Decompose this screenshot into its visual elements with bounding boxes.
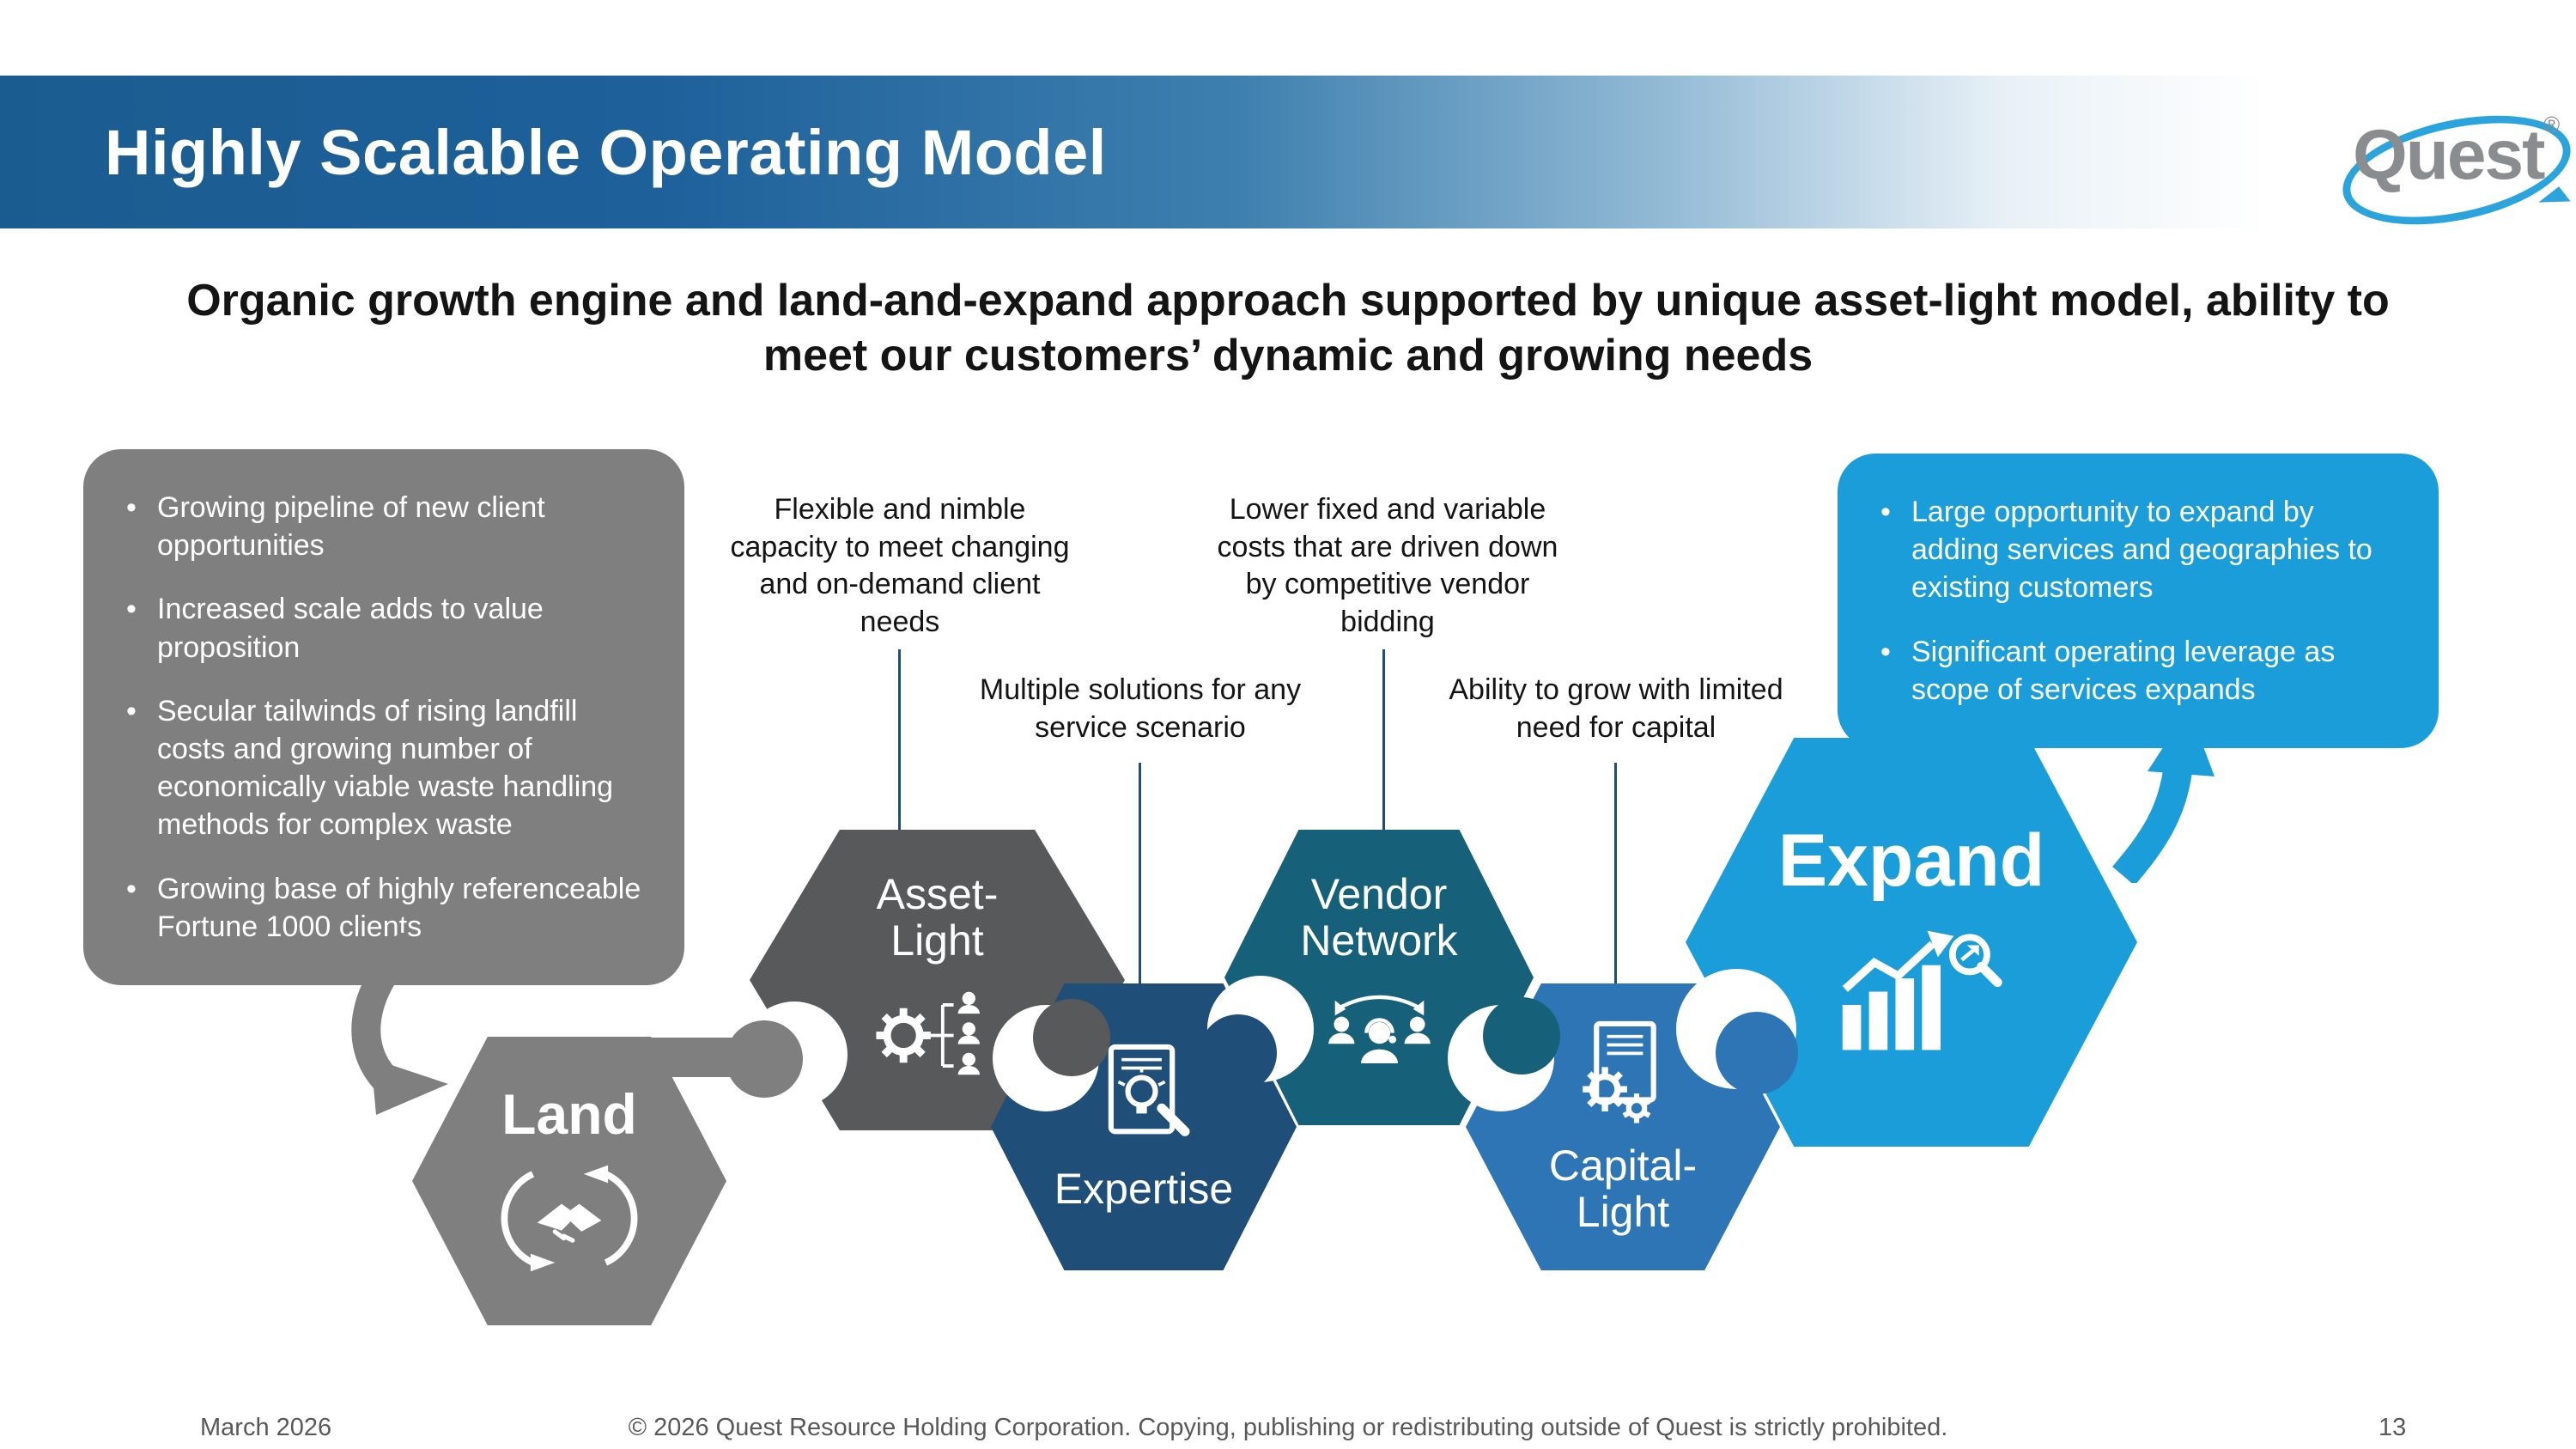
land-callout: Growing pipeline of new client opportuni… [83, 449, 684, 985]
logo-text: Quest [2353, 116, 2545, 194]
bullet-item: Growing pipeline of new client opportuni… [118, 489, 650, 564]
land-curved-arrow-icon [351, 933, 448, 1115]
bullet-item: Increased scale adds to value propositio… [118, 590, 650, 666]
hexagon-asset-light-label: Asset- Light [876, 869, 999, 965]
hexagon-expertise-label: Expertise [1054, 1164, 1234, 1213]
puzzle-knob [1716, 1012, 1798, 1094]
document-gear-icon [1583, 1020, 1656, 1123]
bullet-item: Growing base of highly referenceable For… [118, 870, 650, 946]
land-callout-list: Growing pipeline of new client opportuni… [118, 489, 650, 946]
expand-callout-list: Large opportunity to expand by adding se… [1872, 493, 2404, 709]
hexagon-land-label: Land [501, 1082, 637, 1147]
annotation-flexible-capacity: Flexible and nimble capacity to meet cha… [730, 493, 1070, 638]
gear-people-icon [876, 991, 980, 1075]
annotation-multiple-solutions: Multiple solutions for any service scena… [979, 673, 1302, 744]
puzzle-knob [1033, 999, 1110, 1076]
handshake-icon [501, 1165, 638, 1271]
footer-date: March 2026 [200, 1414, 332, 1441]
hexagon-expand-label: Expand [1777, 819, 2045, 902]
annotation-limited-capital: Ability to grow with limited need for ca… [1449, 673, 1783, 744]
leader-line [1139, 763, 1141, 988]
bullet-item: Large opportunity to expand by adding se… [1872, 493, 2404, 607]
puzzle-knob [726, 1020, 803, 1098]
hexagon-capital-light-label: Capital- Light [1548, 1141, 1698, 1236]
quest-logo: Quest ® [2332, 82, 2576, 243]
puzzle-knob [1200, 1014, 1277, 1092]
puzzle-knob [1483, 997, 1560, 1075]
leader-line [1382, 649, 1385, 845]
people-network-icon [1327, 995, 1431, 1063]
bullet-item: Significant operating leverage as scope … [1872, 633, 2404, 709]
document-lightbulb-icon [1108, 1044, 1190, 1136]
footer-page-number: 13 [2379, 1414, 2407, 1441]
annotation-lower-costs: Lower fixed and variable costs that are … [1217, 493, 1558, 638]
header-bar: Highly Scalable Operating Model [0, 76, 2576, 228]
hexagon-land: Land [412, 1037, 726, 1325]
slide-title: Highly Scalable Operating Model [105, 116, 1107, 188]
expand-callout: Large opportunity to expand by adding se… [1838, 454, 2439, 748]
leader-line [1614, 763, 1617, 1005]
hexagon-vendor-network-label: Vendor Network [1300, 870, 1458, 965]
expand-curved-arrow-icon [2112, 708, 2215, 883]
logo-registered-mark: ® [2543, 112, 2561, 137]
slide-subtitle: Organic growth engine and land-and-expan… [186, 276, 2390, 381]
bullet-item: Secular tailwinds of rising landfill cos… [118, 692, 650, 844]
leader-line [898, 649, 901, 845]
footer-copyright: © 2026 Quest Resource Holding Corporatio… [628, 1414, 1948, 1441]
growth-chart-icon [1842, 931, 2002, 1050]
